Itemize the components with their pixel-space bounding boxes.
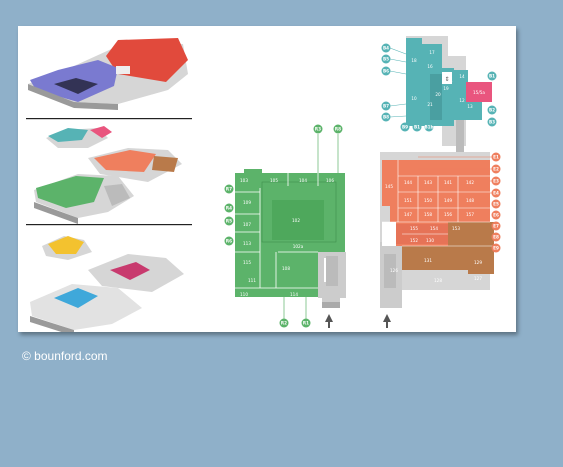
stair-arrow-icon: ⇕ — [444, 76, 449, 83]
room-label: 18 — [411, 58, 417, 63]
room-label: 150 — [424, 198, 432, 203]
badge-label: B1 — [414, 125, 420, 130]
room-label: 105 — [270, 178, 278, 183]
room-label: 157 — [466, 212, 474, 217]
green-floor-plan: 103 105 104 106 109 107 102 113 115 111 … — [224, 124, 346, 328]
room-label: 107 — [243, 222, 251, 227]
iso-floor-bottom — [30, 236, 184, 332]
room-label: 154 — [430, 226, 438, 231]
room-label: 126 — [390, 268, 398, 273]
badge-label: E6 — [493, 213, 499, 218]
room-label: 108 — [282, 266, 290, 271]
room-label: 13 — [467, 104, 473, 109]
badge-label: B3 — [489, 120, 495, 125]
room-label: 102a — [293, 244, 304, 249]
room-label: 151 — [404, 198, 412, 203]
badge-label: B5 — [383, 57, 389, 62]
green-badges: R7 R4 R5 R6 R3 R8 R2 R1 — [224, 124, 343, 328]
room-label: 11 — [447, 78, 453, 83]
room-label: 130 — [426, 238, 434, 243]
room-label: 141 — [444, 180, 452, 185]
room-label: 106 — [326, 178, 334, 183]
room-label: 127 — [474, 276, 482, 281]
floorplan-illustration: 103 105 104 106 109 107 102 113 115 111 … — [26, 36, 501, 332]
room-label: 12 — [459, 98, 465, 103]
room-label: 102 — [292, 218, 300, 223]
badge-label: B7 — [383, 104, 389, 109]
room-label: 19 — [443, 86, 449, 91]
badge-label: B6 — [383, 69, 389, 74]
badge-label: R5 — [226, 219, 232, 224]
room-label: 158 — [424, 212, 432, 217]
room-label: 145 — [385, 184, 393, 189]
room-label: 104 — [299, 178, 307, 183]
badge-label: R4 — [226, 206, 232, 211]
badge-label: R3 — [315, 127, 321, 132]
iso-divider-1 — [26, 118, 192, 120]
badge-label: R6 — [226, 239, 232, 244]
room-label: 20 — [435, 92, 441, 97]
badge-label: B2 — [489, 108, 495, 113]
badge-label: B1 — [489, 74, 495, 79]
iso-floor-middle — [34, 126, 182, 224]
room-label: 129 — [474, 260, 482, 265]
copyright-credit: © bounford.com — [22, 349, 108, 363]
badge-label: R2 — [281, 321, 287, 326]
iso-floor-top — [28, 38, 188, 110]
room-label: 152 — [410, 238, 418, 243]
badge-label: R8 — [335, 127, 341, 132]
room-label: 110 — [240, 292, 248, 297]
room-label: 142 — [466, 180, 474, 185]
room-label: 103 — [240, 178, 248, 183]
room-label: 148 — [466, 198, 474, 203]
badge-label: E5 — [493, 202, 499, 207]
badge-label: E7 — [493, 224, 499, 229]
iso-divider-2 — [26, 224, 192, 226]
room-label: 149 — [444, 198, 452, 203]
floorplan-card: 103 105 104 106 109 107 102 113 115 111 … — [18, 26, 516, 332]
room-label: 111 — [248, 278, 256, 283]
badge-label: E3 — [493, 179, 499, 184]
badge-label: E1 — [493, 155, 499, 160]
room-label: 131 — [424, 258, 432, 263]
room-label: 156 — [444, 212, 452, 217]
teal-floor-plan: ⇕ 17 18 16 19 11 12 13 14 15/5a 10 20 21… — [381, 36, 497, 152]
badge-label: E2 — [493, 167, 499, 172]
orange-floor-plan: 145 144 143 141 142 151 150 149 148 147 … — [380, 152, 501, 328]
badge-label: E4 — [493, 191, 499, 196]
badge-label: E9 — [493, 246, 499, 251]
room-label: 114 — [290, 292, 298, 297]
room-label: 153 — [452, 226, 460, 231]
badge-label: B9 — [402, 125, 408, 130]
room-label: 115 — [243, 260, 251, 265]
badge-label: B1b — [424, 125, 433, 130]
room-label: 10 — [411, 96, 417, 101]
badge-label: B8 — [383, 115, 389, 120]
badge-label: B4 — [383, 46, 389, 51]
badge-label: R7 — [226, 187, 232, 192]
room-label: 21 — [427, 102, 433, 107]
room-label: 14 — [459, 74, 465, 79]
room-label: 155 — [410, 226, 418, 231]
room-label: 128 — [434, 278, 442, 283]
room-label: 109 — [243, 200, 251, 205]
room-label: 16 — [427, 64, 433, 69]
room-label: 147 — [404, 212, 412, 217]
room-label: 144 — [404, 180, 412, 185]
badge-label: E8 — [493, 235, 499, 240]
orange-badges: E1 E2 E3 E4 E5 E6 E7 E8 E9 — [418, 152, 501, 253]
room-label: 113 — [243, 241, 251, 246]
teal-badges: B4 B5 B6 B7 B8 B9 B1 B1b B1 B2 B3 — [381, 43, 497, 132]
badge-label: R1 — [303, 321, 309, 326]
room-label: 143 — [424, 180, 432, 185]
room-label: 17 — [429, 50, 435, 55]
room-label: 15/5a — [473, 90, 485, 95]
